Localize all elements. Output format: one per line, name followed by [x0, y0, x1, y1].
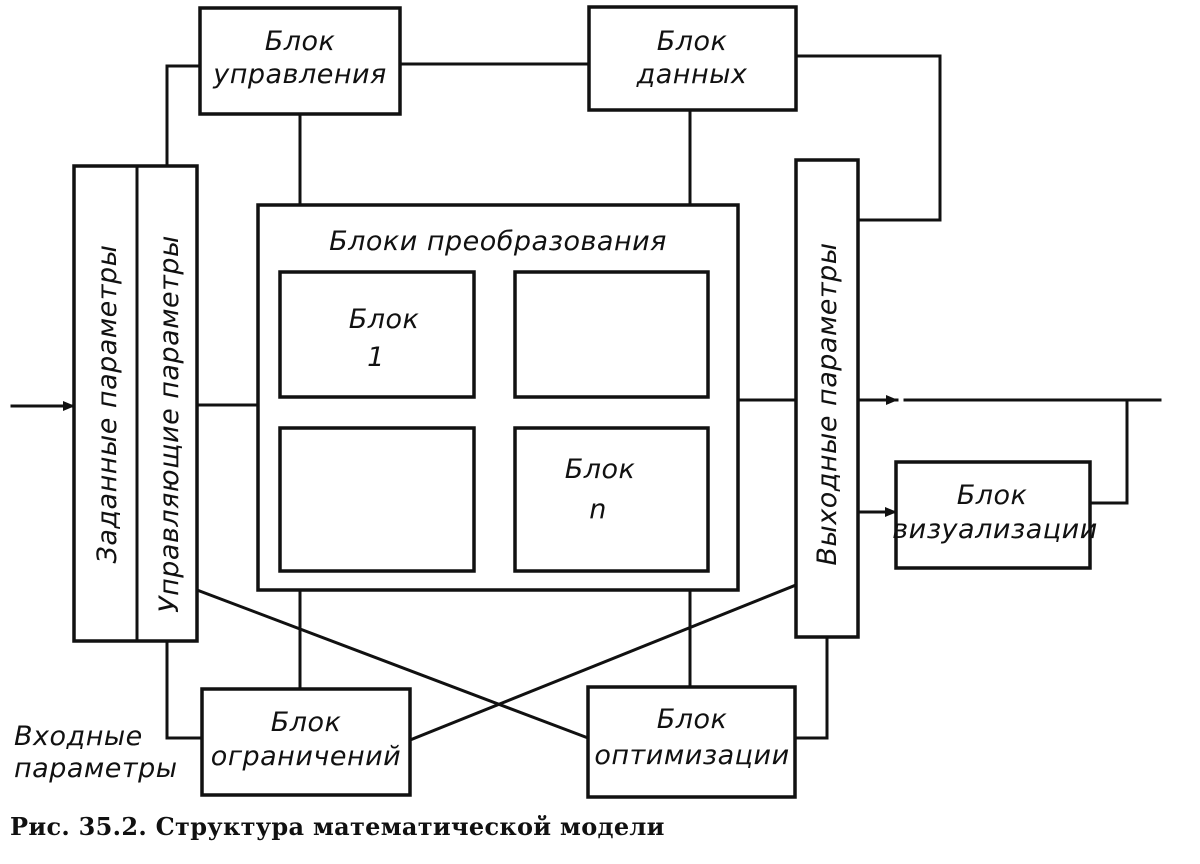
constraints-block-line-2: ограничений	[211, 741, 401, 772]
control-block-line-1: Блок	[265, 26, 336, 57]
control-block: Блок управления	[198, 6, 402, 116]
block-2-empty	[513, 270, 710, 399]
input-parameters-label: Входные параметры	[14, 721, 178, 784]
block-1: Блок 1	[278, 270, 476, 399]
control-parameters-label: Управляющие параметры	[154, 235, 185, 613]
input-parameters-column: Заданные параметры Управляющие параметры	[72, 164, 199, 643]
output-parameters-label: Выходные параметры	[812, 242, 843, 565]
figure-caption: Рис. 35.2. Структура математической моде…	[10, 812, 665, 841]
link-params-to-constraints	[165, 639, 204, 740]
transform-group-title: Блоки преобразования	[329, 226, 667, 257]
optimization-block-line-2: оптимизации	[594, 740, 789, 771]
link-params-to-control-block	[165, 64, 202, 168]
given-parameters-label: Заданные параметры	[92, 245, 123, 564]
transform-blocks-group: Блоки преобразования Блок 1 Блок n	[256, 203, 740, 592]
visualization-block-line-2: визуализации	[892, 514, 1098, 545]
visualization-block: Блок визуализации	[892, 460, 1098, 570]
link-constraints-to-output-cross	[408, 583, 798, 742]
block-3-empty	[278, 426, 476, 573]
connection-lines	[10, 54, 1162, 742]
block-1-line-1: Блок	[349, 304, 420, 335]
visualization-block-line-1: Блок	[957, 480, 1028, 511]
input-parameters-line-2: параметры	[14, 753, 178, 784]
data-block: Блок данных	[587, 5, 798, 112]
constraints-block: Блок ограничений	[200, 687, 412, 797]
output-parameters-column: Выходные параметры	[794, 158, 860, 639]
input-parameters-line-1: Входные	[14, 721, 143, 752]
link-data-block-to-output	[794, 54, 942, 222]
control-block-line-2: управления	[212, 59, 387, 90]
block-1-line-2: 1	[367, 342, 385, 373]
link-output-to-optimization	[793, 635, 829, 740]
optimization-block-line-1: Блок	[657, 704, 728, 735]
data-block-line-1: Блок	[657, 26, 728, 57]
link-params-to-optimization-cross	[195, 588, 590, 740]
link-output-to-visualization	[1088, 398, 1129, 505]
constraints-block-line-1: Блок	[271, 707, 342, 738]
block-n: Блок n	[513, 426, 710, 573]
data-block-line-2: данных	[636, 59, 748, 90]
block-n-line-2: n	[589, 494, 607, 525]
block-n-line-1: Блок	[565, 454, 636, 485]
optimization-block: Блок оптимизации	[586, 685, 797, 799]
